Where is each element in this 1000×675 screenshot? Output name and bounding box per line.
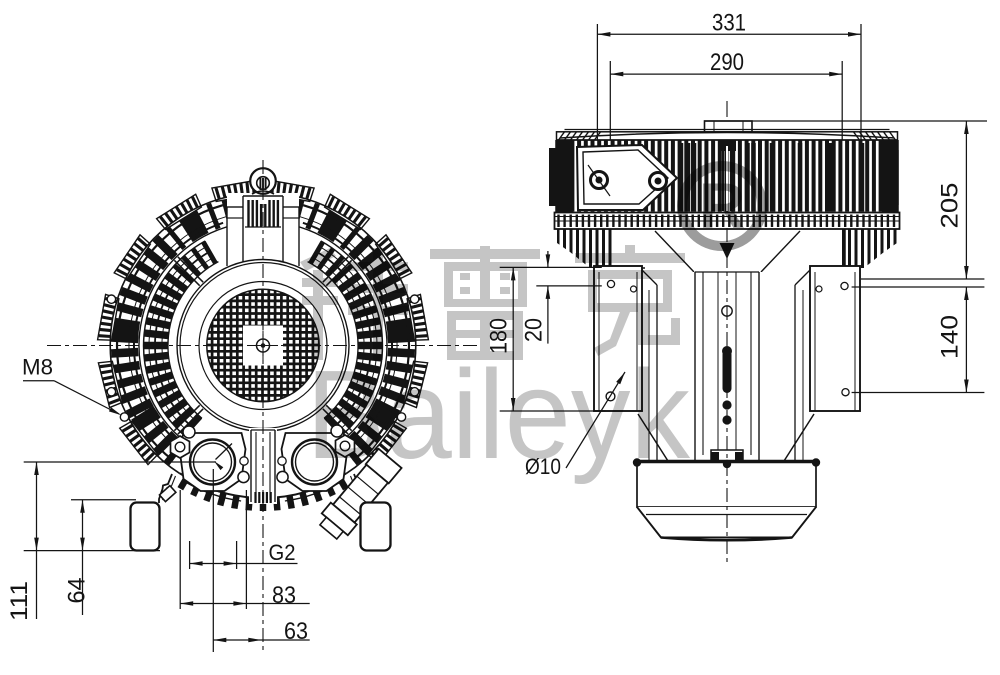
svg-text:63: 63 bbox=[284, 618, 308, 645]
svg-text:M8: M8 bbox=[22, 355, 53, 380]
svg-text:Baileyk: Baileyk bbox=[306, 344, 691, 485]
svg-text:R: R bbox=[699, 170, 745, 242]
svg-text:20: 20 bbox=[521, 318, 548, 342]
svg-text:140: 140 bbox=[937, 315, 964, 359]
svg-text:331: 331 bbox=[712, 10, 746, 37]
svg-text:205: 205 bbox=[937, 183, 964, 229]
svg-text:290: 290 bbox=[710, 49, 744, 76]
svg-text:111: 111 bbox=[6, 581, 33, 621]
svg-text:83: 83 bbox=[272, 582, 296, 609]
svg-text:G2: G2 bbox=[269, 540, 296, 565]
svg-text:64: 64 bbox=[64, 578, 91, 604]
svg-text:Ø10: Ø10 bbox=[525, 454, 561, 479]
